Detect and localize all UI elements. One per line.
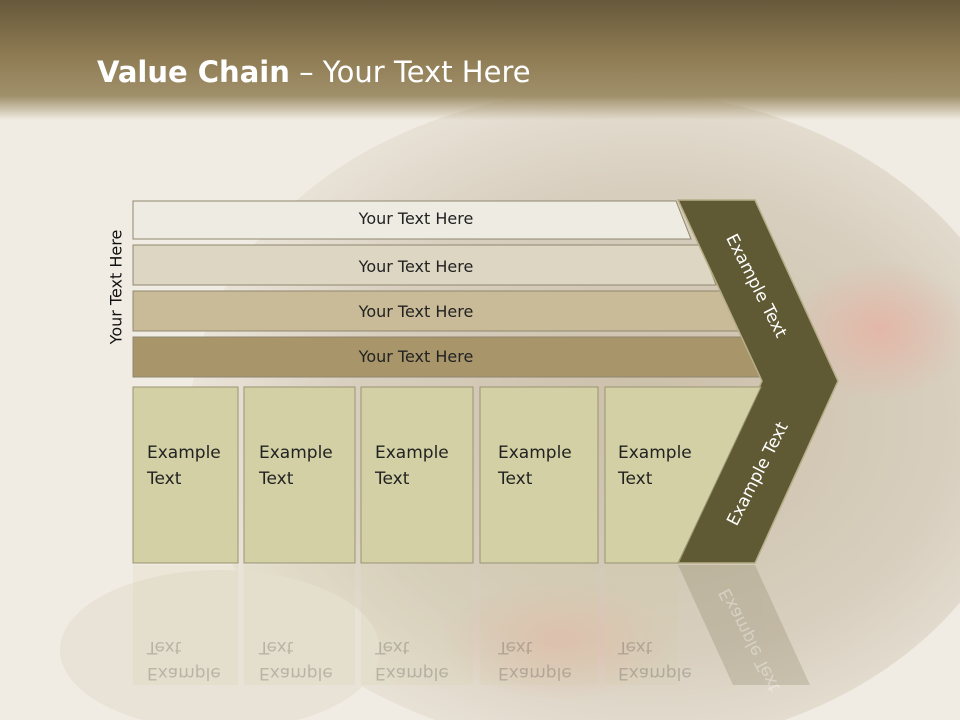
row-bar-2 <box>132 244 717 286</box>
header-bar <box>0 0 960 120</box>
activity-text-1-line2: Text <box>147 469 182 489</box>
activity-box-1 <box>132 386 239 564</box>
activity-reflection-4: Example Text <box>498 634 572 686</box>
activity-reflection-5-line2: Text <box>618 637 653 657</box>
activity-text-5: Example Text <box>618 440 692 492</box>
row-label-4: Your Text Here <box>358 347 474 366</box>
activity-reflection-5: Example Text <box>618 634 692 686</box>
row-bar-1 <box>132 200 692 240</box>
activity-text-4-line2: Text <box>498 469 533 489</box>
activity-reflection-3-line2: Text <box>375 637 410 657</box>
title-bold: Value Chain <box>97 55 290 89</box>
row-label-2: Your Text Here <box>358 257 474 276</box>
activity-text-4-line1: Example <box>498 443 572 463</box>
activity-reflection-5-line1: Example <box>618 663 692 683</box>
activity-text-2-line1: Example <box>259 443 333 463</box>
activity-reflection-4-line2: Text <box>498 637 533 657</box>
activity-reflection-2-line1: Example <box>259 663 333 683</box>
title-rest: – Your Text Here <box>289 55 531 89</box>
activity-text-1-line1: Example <box>147 443 221 463</box>
activity-box-3 <box>360 386 474 564</box>
activity-text-3-line1: Example <box>375 443 449 463</box>
row-label-1: Your Text Here <box>358 209 474 228</box>
activity-reflection-3: Example Text <box>375 634 449 686</box>
activity-text-5-line2: Text <box>618 469 653 489</box>
activity-reflection-1-line1: Example <box>147 663 221 683</box>
activity-reflection-2: Example Text <box>259 634 333 686</box>
page-title: Value Chain – Your Text Here <box>97 55 531 89</box>
activity-box-4 <box>479 386 599 564</box>
reflection <box>133 565 810 685</box>
row-label-3: Your Text Here <box>358 302 474 321</box>
activity-reflection-1: Example Text <box>147 634 221 686</box>
activity-text-3-line2: Text <box>375 469 410 489</box>
activity-text-2: Example Text <box>259 440 333 492</box>
activity-reflection-4-line1: Example <box>498 663 572 683</box>
activity-box-5 <box>604 386 762 564</box>
activity-text-5-line1: Example <box>618 443 692 463</box>
activity-reflection-1-line2: Text <box>147 637 182 657</box>
activity-text-2-line2: Text <box>259 469 294 489</box>
activity-text-1: Example Text <box>147 440 221 492</box>
activity-box-2 <box>243 386 356 564</box>
activity-text-3: Example Text <box>375 440 449 492</box>
activity-reflection-3-line1: Example <box>375 663 449 683</box>
activity-reflection-2-line2: Text <box>259 637 294 657</box>
activity-text-4: Example Text <box>498 440 572 492</box>
chevron-arrow <box>676 199 839 564</box>
